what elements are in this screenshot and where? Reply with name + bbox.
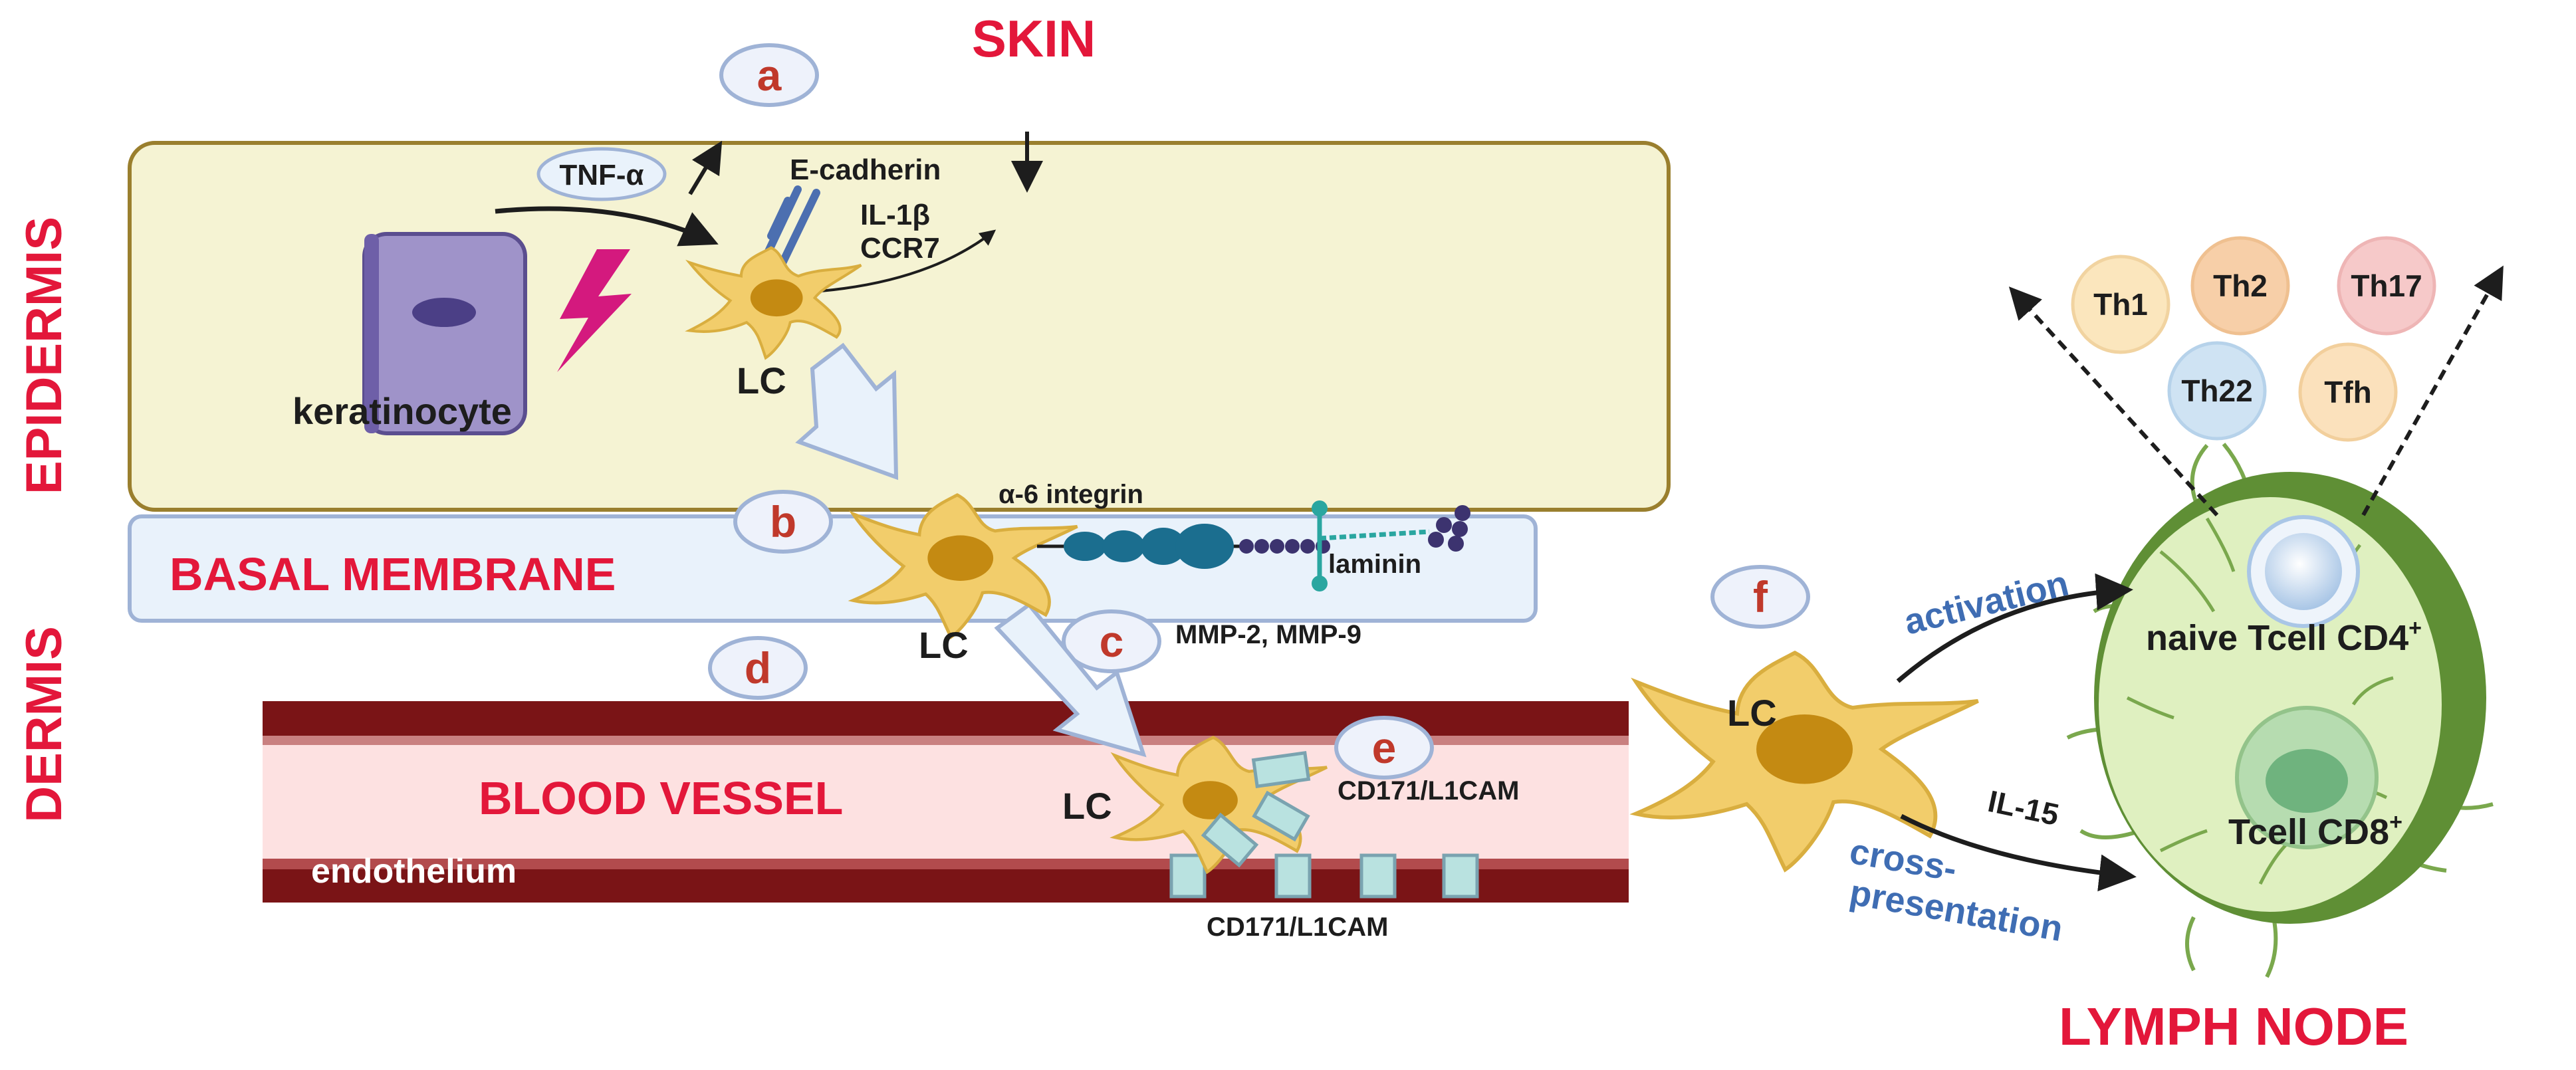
step-f: f	[1710, 565, 1810, 629]
lc-label-node: LC	[1727, 692, 1777, 734]
differentiation-arrow-right	[2361, 265, 2504, 516]
keratinocyte-cell	[362, 232, 527, 435]
svg-text:Tfh: Tfh	[2324, 375, 2372, 409]
tfh-cell: Tfh	[2298, 342, 2398, 442]
presentation-label: presentation	[1847, 873, 2066, 949]
dermis-label: DERMIS	[16, 626, 72, 823]
tnf-label: TNF-α	[559, 159, 644, 191]
il1b-arrow	[800, 229, 996, 294]
step-b: b	[733, 490, 833, 554]
th1-cell: Th1	[2071, 255, 2170, 354]
tnf-badge	[536, 147, 667, 201]
ccr7-label: CCR7	[860, 232, 940, 265]
svg-text:a: a	[757, 51, 782, 100]
lc-cell-epidermis	[685, 246, 862, 360]
lc-cell-node	[1629, 650, 1979, 873]
svg-text:c: c	[1100, 617, 1124, 666]
il1b-label: IL-1β	[860, 199, 930, 231]
integrin-laminin-chain	[1037, 500, 1470, 591]
cd8-t-cell-label: Tcell CD8+	[2228, 809, 2402, 852]
cd171-upper-label: CD171/L1CAM	[1338, 776, 1519, 805]
cd171-lower-label: CD171/L1CAM	[1207, 912, 1388, 942]
svg-text:Th17: Th17	[2351, 268, 2422, 303]
th2-cell: Th2	[2190, 236, 2290, 336]
blood-vessel-label: BLOOD VESSEL	[479, 772, 843, 824]
lc-label-epidermis: LC	[737, 360, 786, 401]
svg-text:Th1: Th1	[2093, 287, 2148, 322]
svg-text:b: b	[770, 497, 796, 546]
endothelium-receptors	[1169, 853, 1479, 899]
lymph-node	[2066, 443, 2494, 978]
cd171-on-lc	[1201, 750, 1311, 868]
e-cadherin-label: E-cadherin	[790, 154, 941, 186]
lc-label-basal: LC	[919, 624, 969, 666]
lightning-icon	[557, 249, 632, 372]
svg-text:e: e	[1372, 723, 1397, 772]
th17-cell: Th17	[2337, 236, 2436, 336]
step-e: e	[1334, 716, 1434, 780]
step-d: d	[708, 636, 808, 700]
svg-text:Th2: Th2	[2213, 268, 2268, 303]
activation-arrow	[1896, 573, 2133, 683]
endothelium-label: endothelium	[311, 852, 517, 891]
differentiation-arrow-left	[2008, 286, 2219, 517]
svg-text:d: d	[745, 643, 771, 693]
th22-cell: Th22	[2167, 341, 2267, 441]
lymph-node-title: LYMPH NODE	[2059, 997, 2408, 1056]
mmp-label: MMP-2, MMP-9	[1175, 620, 1361, 649]
migration-arrow-1	[795, 342, 899, 481]
svg-text:f: f	[1753, 572, 1768, 621]
step-c: c	[1062, 609, 1161, 673]
step-a: a	[719, 43, 819, 107]
lc-cell-basal	[848, 493, 1078, 639]
il15-label: IL-15	[1985, 784, 2062, 832]
epidermis-label: EPIDERMIS	[16, 217, 72, 494]
naive-t-cell-label: naive Tcell CD4+	[2146, 615, 2422, 658]
activation-label: activation	[1900, 563, 2072, 642]
basal-membrane-label: BASAL MEMBRANE	[170, 548, 616, 600]
cross-presentation-arrow	[1900, 813, 2137, 892]
lc-label-vessel: LC	[1062, 785, 1112, 827]
laminin-label: laminin	[1328, 550, 1421, 579]
keratinocyte-label: keratinocyte	[293, 390, 512, 432]
svg-text:Th22: Th22	[2181, 374, 2252, 408]
migration-arrow-2	[994, 601, 1147, 758]
upregulation-arrow	[688, 140, 723, 195]
tnf-arrow	[495, 206, 719, 247]
epidermis-layer	[128, 141, 1671, 512]
skin-title: SKIN	[972, 9, 1096, 68]
a6-integrin-label: α-6 integrin	[998, 480, 1143, 509]
